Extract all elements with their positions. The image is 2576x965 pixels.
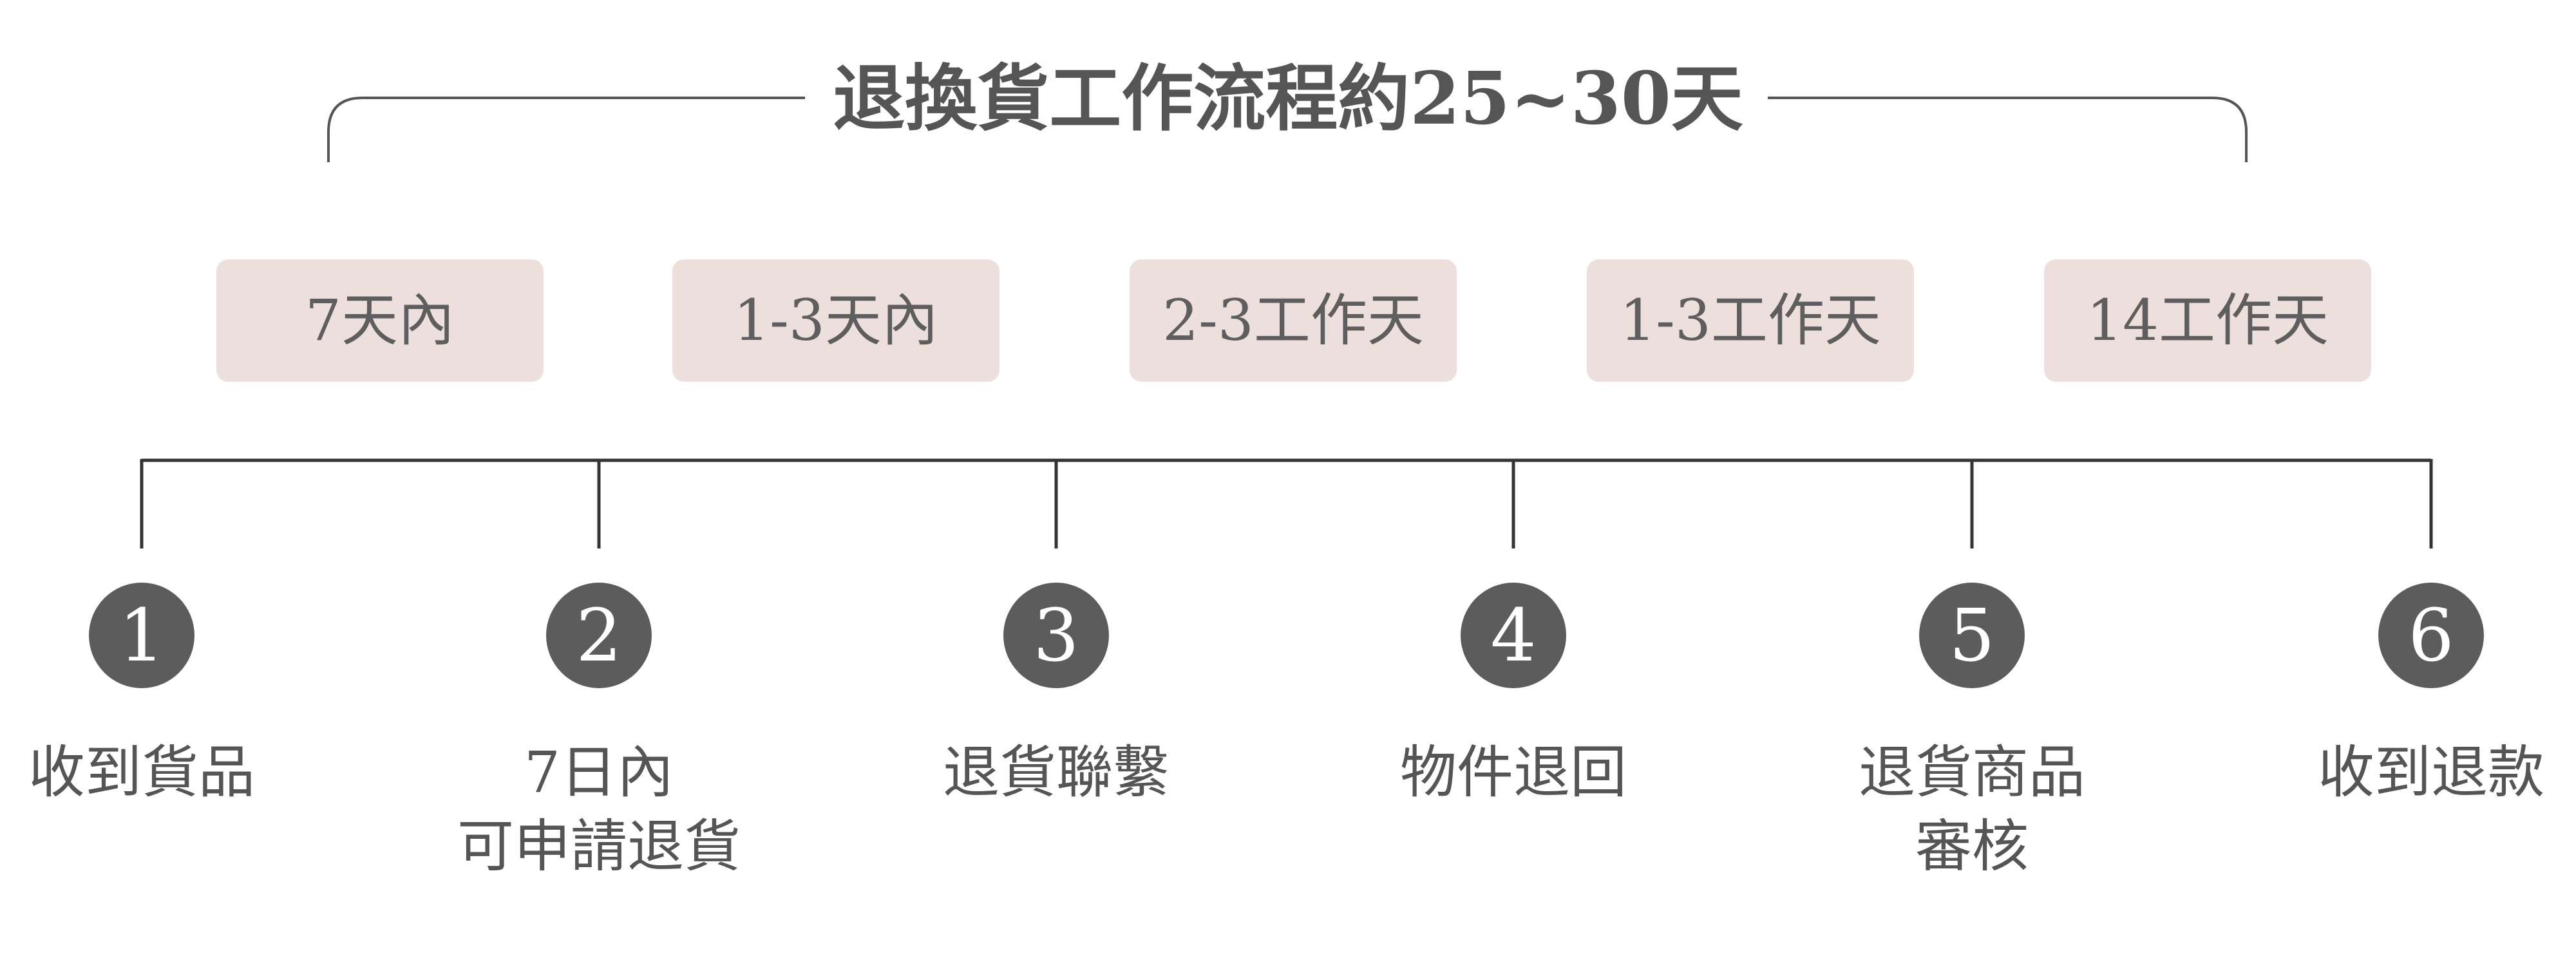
- step-number: 2: [576, 594, 621, 678]
- step-circle: [89, 583, 194, 688]
- step-number: 1: [118, 594, 164, 678]
- duration-label: 2-3工作天: [1162, 287, 1424, 353]
- step-label: 收到退款: [2318, 739, 2544, 805]
- step-label: 退貨聯繫: [943, 739, 1170, 805]
- duration-label: 14工作天: [2087, 287, 2329, 353]
- step-label: 7日內: [524, 739, 674, 805]
- page-title: 退換貨工作流程約25~30天: [833, 57, 1743, 141]
- step-label: 物件退回: [1400, 739, 1627, 805]
- bracket-right-arm: [1768, 97, 2248, 162]
- step-label: 可申請退貨: [457, 813, 741, 879]
- duration-label: 1-3工作天: [1620, 287, 1881, 353]
- step-1: 1 收到貨品: [28, 583, 255, 805]
- bracket-left-arm: [327, 97, 805, 162]
- step-number: 4: [1490, 594, 1536, 678]
- step-4: 4 物件退回: [1400, 583, 1627, 805]
- duration-box-bg: [672, 259, 999, 382]
- duration-box-4: 1-3工作天: [1587, 259, 1914, 382]
- duration-box-bg: [216, 259, 544, 382]
- step-number: 5: [1949, 594, 1994, 678]
- step-circle: [1461, 583, 1566, 688]
- step-circle: [2378, 583, 2484, 688]
- step-label: 退貨商品: [1859, 739, 2085, 805]
- step-circle: [1003, 583, 1109, 688]
- duration-box-2: 1-3天內: [672, 259, 999, 382]
- step-label: 收到貨品: [28, 739, 255, 805]
- duration-box-5: 14工作天: [2044, 259, 2371, 382]
- duration-boxes: 7天內 1-3天內 2-3工作天 1-3工作天 14工作天: [216, 259, 2371, 382]
- step-6: 6 收到退款: [2318, 583, 2544, 805]
- step-number: 3: [1033, 594, 1079, 678]
- duration-box-bg: [1130, 259, 1457, 382]
- step-label: 審核: [1915, 813, 2029, 879]
- step-circle: [1919, 583, 2025, 688]
- duration-box-3: 2-3工作天: [1130, 259, 1457, 382]
- duration-label: 1-3天內: [734, 287, 938, 353]
- title-bracket: 退換貨工作流程約25~30天: [327, 57, 2248, 162]
- duration-label: 7天內: [305, 287, 455, 353]
- step-number: 6: [2408, 594, 2454, 678]
- duration-box-1: 7天內: [216, 259, 544, 382]
- step-3: 3 退貨聯繫: [943, 583, 1170, 805]
- timeline-connector: [140, 458, 2433, 548]
- duration-box-bg: [2044, 259, 2371, 382]
- step-circle: [546, 583, 652, 688]
- duration-box-bg: [1587, 259, 1914, 382]
